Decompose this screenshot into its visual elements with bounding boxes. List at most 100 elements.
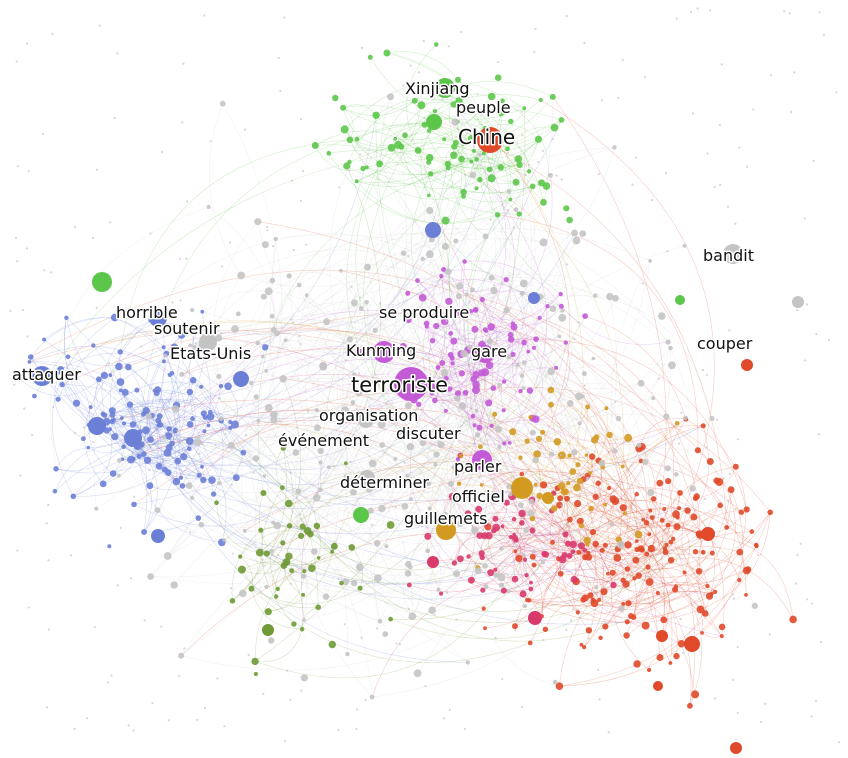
graph-hub-node: [436, 520, 456, 540]
graph-node: [598, 698, 601, 701]
graph-node: [283, 338, 288, 343]
graph-node: [228, 425, 233, 430]
graph-node: [542, 626, 549, 632]
graph-edge: [288, 498, 561, 584]
graph-node: [461, 309, 470, 318]
graph-edge: [137, 139, 502, 447]
graph-node: [720, 63, 723, 66]
graph-node: [442, 402, 445, 405]
graph-node: [426, 206, 434, 215]
graph-node: [494, 636, 497, 639]
graph-node: [749, 529, 755, 534]
graph-node: [532, 549, 536, 553]
graph-edge: [84, 406, 104, 485]
graph-edge: [298, 228, 669, 343]
graph-edge: [136, 344, 483, 467]
graph-node: [469, 309, 474, 314]
graph-node: [612, 295, 619, 302]
graph-node: [538, 97, 543, 103]
graph-edge: [512, 431, 591, 474]
graph-node: [400, 250, 407, 256]
graph-edge: [671, 557, 794, 620]
graph-node: [482, 563, 488, 569]
graph-node: [415, 278, 420, 283]
graph-node: [355, 388, 363, 397]
graph-node: [219, 100, 226, 107]
graph-edge: [160, 410, 447, 471]
graph-node: [810, 715, 813, 718]
label-horrible: horrible: [116, 303, 178, 322]
graph-edge: [441, 275, 492, 327]
graph-node: [98, 24, 101, 27]
graph-node: [239, 589, 247, 598]
graph-edge: [251, 373, 574, 545]
graph-node: [285, 552, 293, 560]
graph-edge: [163, 401, 408, 477]
graph-edge: [130, 278, 616, 460]
graph-edge: [315, 130, 419, 151]
graph-node: [458, 155, 465, 163]
graph-edge: [411, 173, 455, 342]
graph-node: [21, 308, 25, 312]
graph-node: [637, 379, 645, 387]
graph-node: [192, 345, 198, 350]
graph-edge: [488, 323, 520, 404]
graph-node: [494, 212, 501, 218]
graph-node: [316, 556, 321, 560]
graph-node: [379, 302, 382, 305]
graph-edge: [328, 147, 615, 468]
graph-node: [457, 555, 464, 563]
graph-edge: [513, 534, 569, 550]
graph-node: [147, 436, 154, 443]
graph-node: [240, 449, 247, 456]
graph-node: [426, 250, 434, 259]
graph-edge: [316, 358, 594, 427]
graph-edge: [647, 566, 670, 635]
graph-edge: [342, 302, 468, 663]
graph-node: [471, 137, 476, 142]
graph-edge: [95, 379, 114, 421]
graph-node: [42, 337, 47, 342]
graph-node: [202, 429, 207, 434]
graph-edge: [500, 139, 539, 168]
graph-edge: [90, 330, 196, 408]
graph-node: [530, 429, 536, 436]
graph-node: [289, 698, 292, 701]
graph-edge: [596, 436, 696, 706]
graph-node: [279, 89, 282, 92]
graph-node: [524, 573, 529, 578]
graph-node: [447, 45, 450, 48]
graph-node: [622, 511, 627, 516]
graph-edge: [164, 469, 334, 550]
graph-node: [443, 375, 449, 382]
graph-node: [223, 725, 226, 728]
graph-edge: [275, 234, 619, 419]
graph-edge: [475, 293, 561, 321]
graph-edge: [569, 403, 602, 557]
graph-node: [53, 466, 59, 472]
graph-edge: [470, 242, 544, 417]
graph-node: [511, 516, 517, 522]
graph-node: [768, 633, 771, 636]
graph-edge: [485, 586, 560, 687]
graph-node: [409, 356, 412, 359]
graph-node: [101, 412, 108, 418]
graph-node: [194, 342, 198, 345]
graph-node: [600, 99, 604, 102]
graph-node: [418, 293, 427, 302]
graph-edge: [141, 233, 486, 445]
graph-node: [657, 377, 660, 380]
graph-hub-node: [32, 366, 52, 386]
graph-node: [497, 61, 500, 64]
graph-edge: [513, 371, 552, 557]
graph-edge: [133, 186, 533, 505]
graph-edge: [254, 108, 526, 662]
graph-node: [682, 243, 687, 248]
graph-node: [632, 556, 640, 564]
graph-node: [664, 465, 671, 472]
graph-node: [694, 447, 702, 454]
graph-edge: [427, 104, 511, 551]
graph-edge: [254, 551, 333, 662]
graph-hub-node: [730, 742, 742, 754]
graph-major-nodes: [32, 78, 804, 754]
